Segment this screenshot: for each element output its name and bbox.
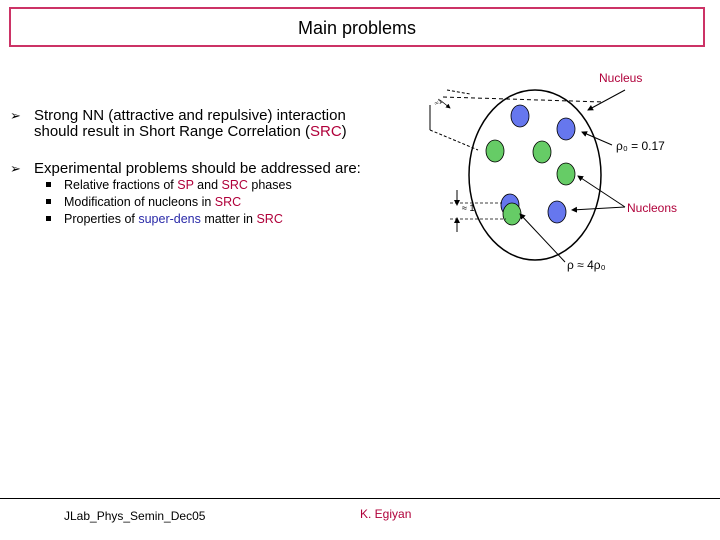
bullet-1-line2-close: ): [341, 123, 347, 140]
nucleons-label: Nucleons: [627, 201, 678, 215]
nucleon-green: [532, 140, 552, 164]
nucleon-green: [485, 139, 505, 163]
sub-item-3: Properties of super-dens matter in SRC: [64, 212, 283, 226]
arrow-bullet-icon: ➢: [10, 108, 21, 123]
footer-source: JLab_Phys_Semin_Dec05: [64, 509, 206, 523]
nucleon-green: [502, 202, 522, 226]
nucleon-blue: [510, 104, 530, 128]
footer-author: K. Egiyan: [360, 507, 412, 521]
bullet-1-line2: should result in Short Range Correlation…: [34, 124, 347, 140]
sub-item-2-text: Modification of nucleons in: [64, 195, 215, 209]
bullet-1-line2-text: should result in Short Range Correlation…: [34, 123, 310, 140]
arrow-bullet-icon: ➢: [10, 161, 21, 176]
rho0-label: ρ₀ = 0.17: [616, 139, 665, 153]
square-bullet-icon: [46, 216, 51, 221]
sub-item-2: Modification of nucleons in SRC: [64, 195, 241, 209]
sub-item-3-mid: matter in: [200, 212, 257, 226]
super-dens-highlight: super-dens: [138, 212, 201, 226]
nucleus-ellipse: [468, 89, 602, 261]
src-highlight: SRC: [256, 212, 283, 226]
nucleus-label: Nucleus: [599, 71, 643, 85]
sub-item-1-text: Relative fractions of: [64, 178, 178, 192]
nucleon-blue: [547, 200, 567, 224]
slide-title: Main problems: [297, 18, 417, 38]
src-highlight: SRC: [221, 178, 248, 192]
square-bullet-icon: [46, 199, 51, 204]
bullet-2: Experimental problems should be addresse…: [34, 160, 361, 177]
title-box: Main problems: [9, 7, 705, 47]
src-highlight: SRC: [214, 195, 242, 209]
sp-highlight: SP: [177, 178, 194, 192]
svg-text:≈1: ≈1: [434, 98, 444, 108]
nucleon-blue: [556, 117, 576, 141]
nucleon-green: [556, 162, 576, 186]
sub-item-1-mid: and: [193, 178, 222, 192]
square-bullet-icon: [46, 182, 51, 187]
bullet-1: Strong NN (attractive and repulsive) int…: [34, 108, 347, 140]
sub-item-3-text: Properties of: [64, 212, 139, 226]
sub-item-1: Relative fractions of SP and SRC phases: [64, 178, 292, 192]
sub-item-1-post: phases: [247, 178, 292, 192]
footer-divider: [0, 498, 720, 499]
src-highlight: SRC: [309, 123, 342, 140]
spacing-label: ≈ 1: [462, 203, 475, 213]
rho-label: ρ ≈ 4ρ₀: [567, 258, 606, 272]
bullet-1-line1: Strong NN (attractive and repulsive) int…: [34, 107, 346, 124]
